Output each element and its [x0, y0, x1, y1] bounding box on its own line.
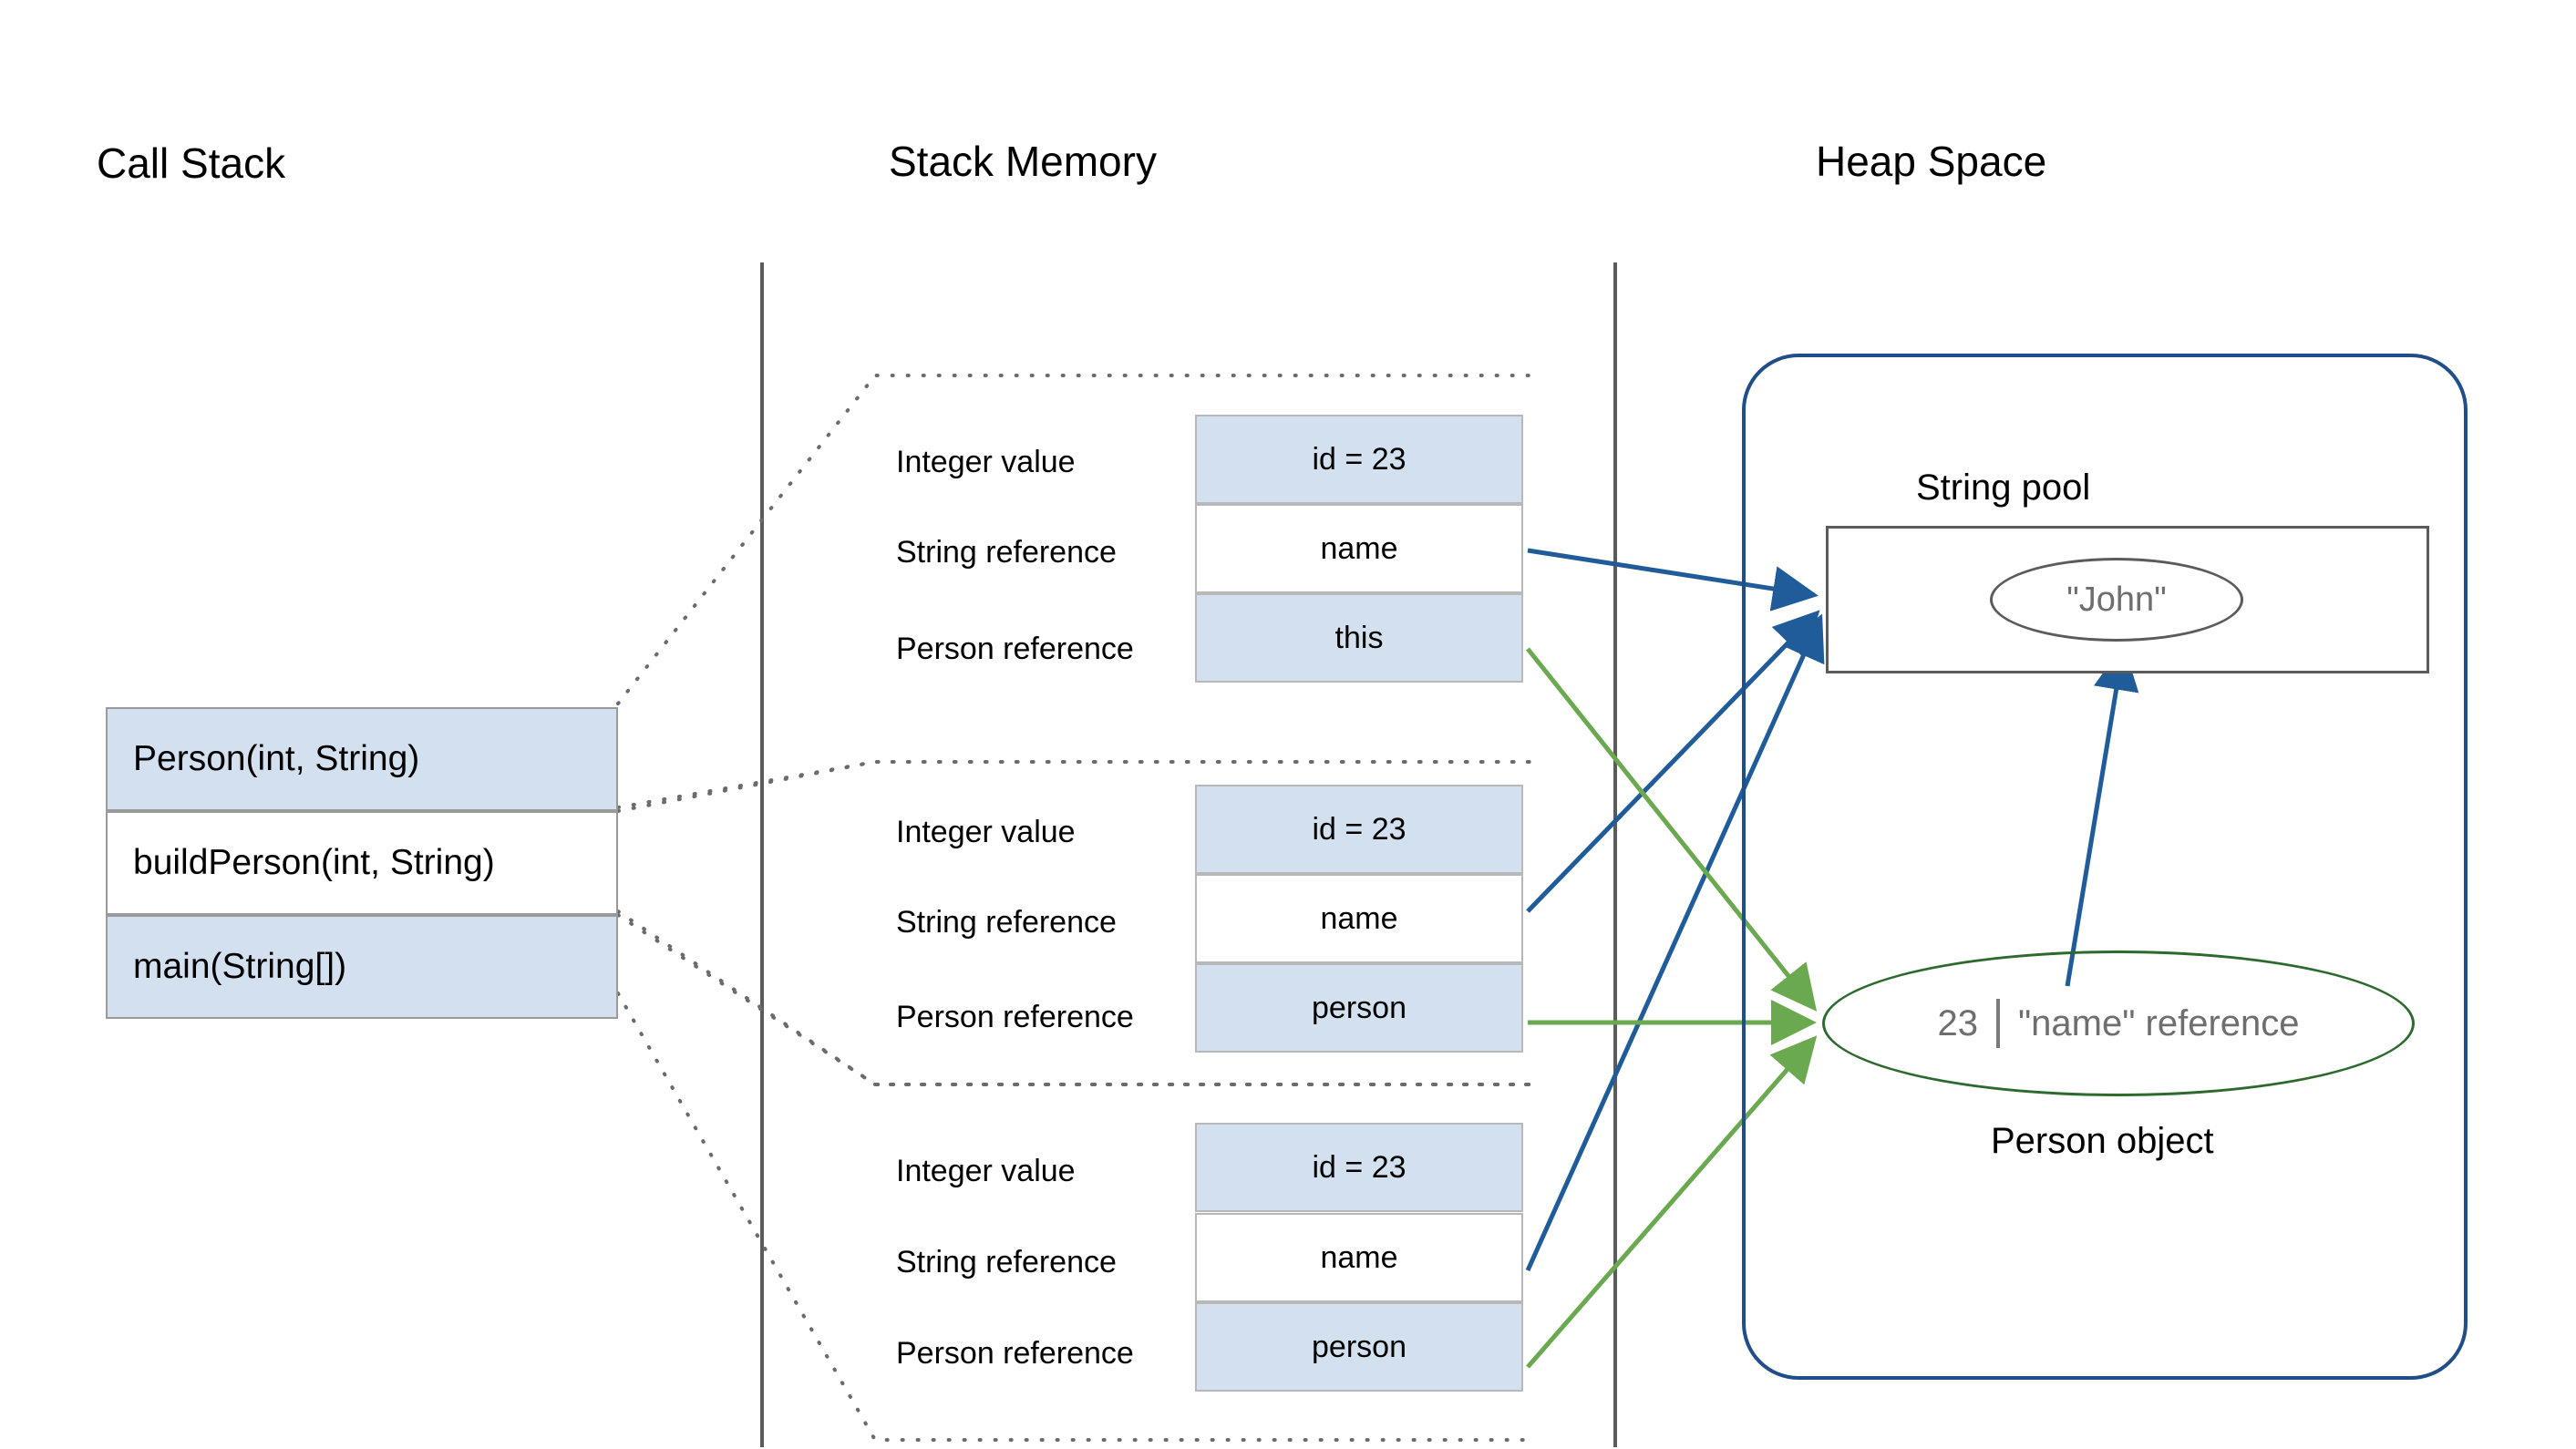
person-object-id: 23 [1937, 1002, 1978, 1043]
slot-value-person-ref[interactable]: person [1195, 1302, 1523, 1392]
slot-label-person-ref: Person reference [896, 1336, 1134, 1371]
person-object-field-divider [1995, 999, 2000, 1048]
slot-value-integer[interactable]: id = 23 [1195, 415, 1523, 504]
slot-label-person-ref: Person reference [896, 1000, 1134, 1034]
call-stack-frame-build-person[interactable]: buildPerson(int, String) [106, 811, 618, 915]
slot-label-integer: Integer value [896, 445, 1076, 479]
slot-value-string-ref[interactable]: name [1195, 1213, 1523, 1302]
slot-value-integer[interactable]: id = 23 [1195, 785, 1523, 874]
slot-label-string-ref: String reference [896, 1245, 1117, 1279]
slot-value-string-ref[interactable]: name [1195, 874, 1523, 963]
slot-label-integer: Integer value [896, 1154, 1076, 1188]
slot-value-person-ref[interactable]: person [1195, 963, 1523, 1053]
string-pool-title: String pool [1916, 468, 2091, 508]
slot-label-string-ref: String reference [896, 905, 1117, 940]
slot-value-integer[interactable]: id = 23 [1195, 1123, 1523, 1212]
call-stack-frame-label: main(String[]) [133, 947, 347, 986]
slot-label-integer: Integer value [896, 815, 1076, 849]
call-stack-frame-person[interactable]: Person(int, String) [106, 707, 618, 811]
stack-memory-column-title: Stack Memory [889, 138, 1157, 185]
heap-space-column-title: Heap Space [1816, 138, 2047, 185]
call-stack-column-title: Call Stack [97, 139, 286, 187]
heap-space-container [1742, 354, 2468, 1380]
person-object-caption: Person object [1991, 1121, 2214, 1161]
person-object-ellipse[interactable]: 23 "name" reference [1822, 951, 2415, 1096]
person-object-name-reference: "name" reference [2017, 1002, 2300, 1043]
slot-label-person-ref: Person reference [896, 632, 1134, 666]
string-literal-john[interactable]: "John" [1990, 558, 2243, 642]
slot-label-string-ref: String reference [896, 535, 1117, 570]
slot-value-string-ref[interactable]: name [1195, 504, 1523, 593]
slot-value-person-ref[interactable]: this [1195, 593, 1523, 683]
call-stack-frame-label: Person(int, String) [133, 739, 420, 778]
call-stack-frame-main[interactable]: main(String[]) [106, 915, 618, 1019]
call-stack-frame-label: buildPerson(int, String) [133, 843, 495, 882]
